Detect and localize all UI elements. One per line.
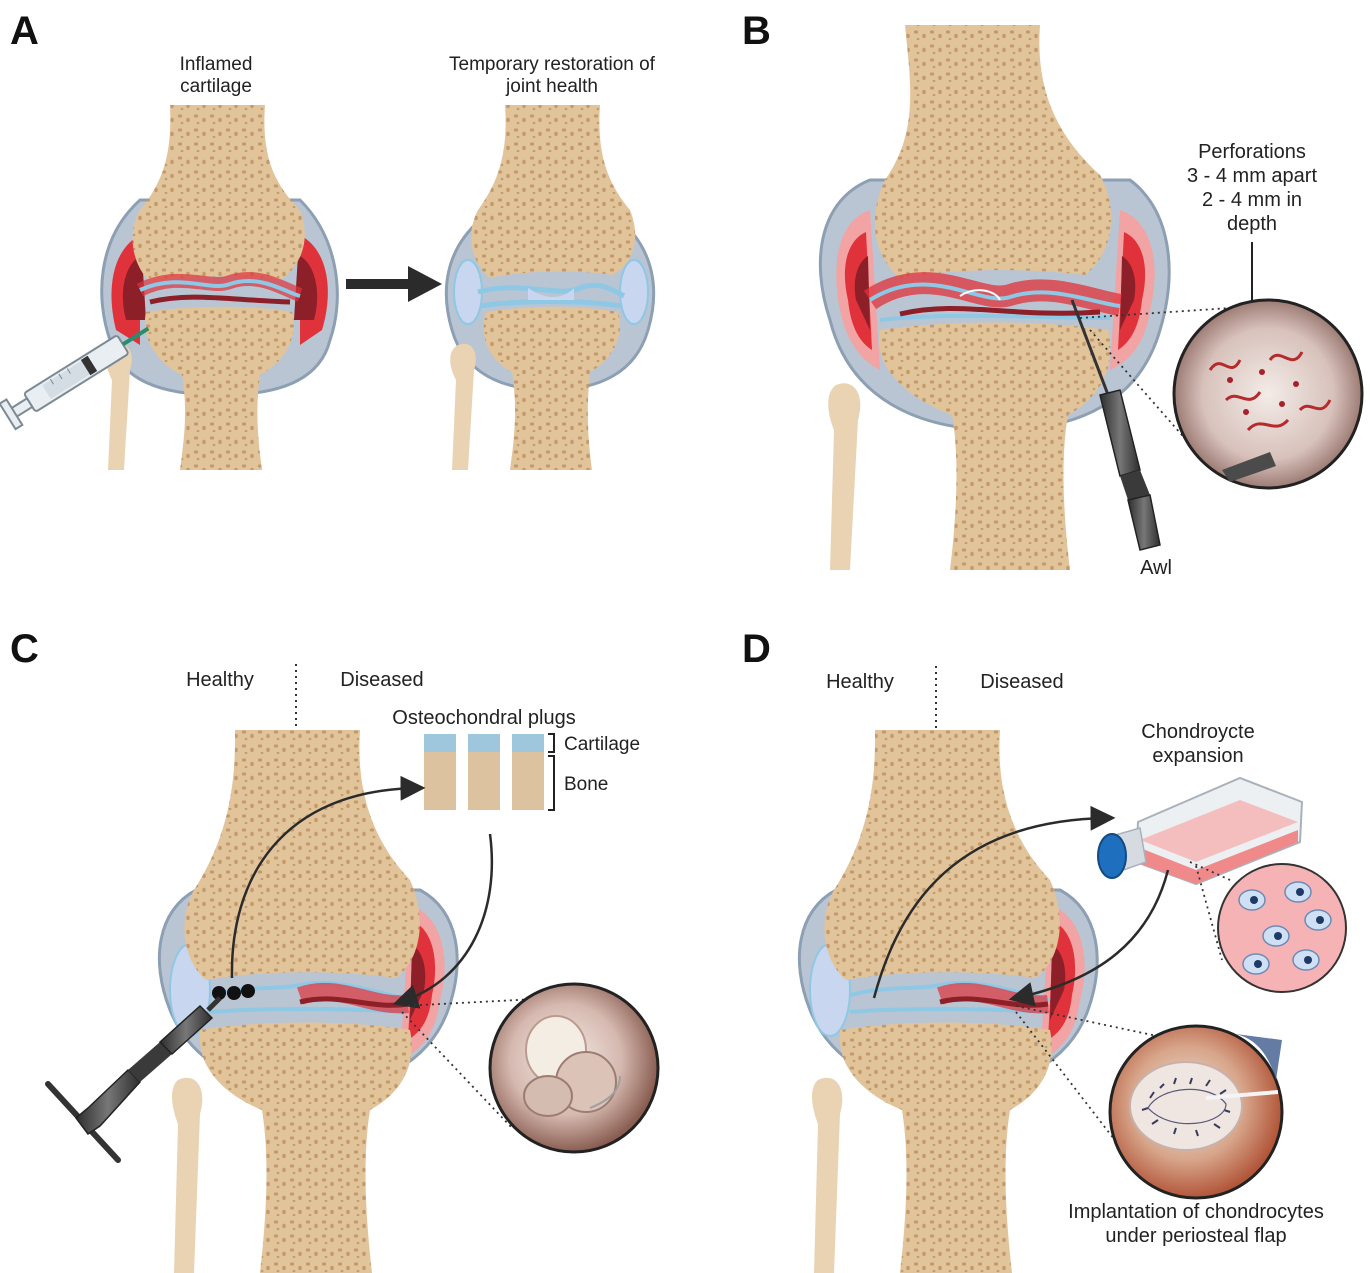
- aci-knee-illustration: [799, 730, 1097, 1273]
- panel-c: C Healthy Diseased Osteochondral plugs C…: [10, 627, 658, 1273]
- perforations-depth-line2: depth: [1227, 213, 1277, 235]
- panel-a-left-caption-line1: Inflamed: [180, 54, 253, 75]
- panel-d-diseased-label: Diseased: [980, 671, 1063, 693]
- perforations-title: Perforations: [1198, 141, 1306, 163]
- panel-a-right-caption-line2: joint health: [505, 76, 598, 97]
- awl-label: Awl: [1140, 557, 1172, 579]
- microfracture-knee-illustration: [820, 25, 1169, 570]
- bone-label: Bone: [564, 774, 608, 795]
- panel-c-healthy-label: Healthy: [186, 669, 254, 691]
- panel-b: B Perforations 3 - 4 mm apart 2 - 4 mm i…: [742, 9, 1362, 579]
- implantation-label-line1: Implantation of chondrocytes: [1068, 1201, 1324, 1223]
- mosaicplasty-arthroscopy-image: [490, 984, 658, 1152]
- panel-c-diseased-label: Diseased: [340, 669, 423, 691]
- microfracture-arthroscopy-image: [1174, 300, 1362, 488]
- panel-b-letter: B: [742, 9, 771, 53]
- panel-d-healthy-label: Healthy: [826, 671, 894, 693]
- expansion-label-line2: expansion: [1152, 745, 1243, 767]
- osteochondral-plugs-illustration: [424, 734, 554, 810]
- panel-a-left-caption-line2: cartilage: [180, 76, 252, 97]
- osteochondral-plugs-title: Osteochondral plugs: [392, 707, 575, 729]
- transition-arrow-icon: [346, 266, 442, 302]
- implantation-label-line2: under periosteal flap: [1105, 1225, 1286, 1247]
- panel-d-letter: D: [742, 627, 771, 671]
- cartilage-label: Cartilage: [564, 734, 640, 755]
- aci-surgery-image: [1110, 1026, 1282, 1198]
- panel-a-letter: A: [10, 9, 39, 53]
- perforations-spacing: 3 - 4 mm apart: [1187, 165, 1317, 187]
- chondrocyte-cells-magnified: [1218, 864, 1346, 992]
- restored-knee-illustration: [446, 105, 653, 470]
- expansion-label-line1: Chondroycte: [1141, 721, 1254, 743]
- inflamed-knee-illustration: [102, 105, 338, 470]
- perforations-depth-line1: 2 - 4 mm in: [1202, 189, 1302, 211]
- panel-d: D Healthy Diseased Chondroycte expansion: [742, 627, 1346, 1273]
- panel-a-right-caption-line1: Temporary restoration of: [449, 54, 656, 75]
- panel-a: A Inflamed cartilage Temporary restorati…: [0, 9, 656, 470]
- panel-c-letter: C: [10, 627, 39, 671]
- mosaicplasty-knee-illustration: [159, 730, 457, 1273]
